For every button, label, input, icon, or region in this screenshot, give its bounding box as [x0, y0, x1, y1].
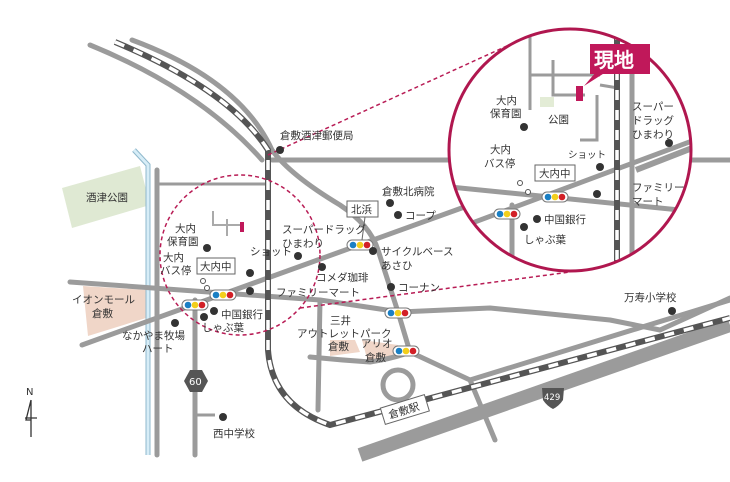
- coop-label: コープ: [405, 210, 436, 222]
- inset-bus-label: 大内: [490, 143, 511, 156]
- nakayama-label: なかやま牧場: [122, 329, 185, 342]
- aeon-mall-area: [83, 286, 146, 336]
- traffic-signal: [392, 345, 420, 357]
- railway: [113, 39, 730, 429]
- inset-shabuyo-label: しゃぶ葉: [524, 233, 566, 246]
- traffic-signal: [181, 299, 209, 311]
- site-label-box: [590, 44, 650, 74]
- post-office-label: 倉敷酒津郵便局: [280, 129, 354, 142]
- outlet-area: [330, 340, 360, 356]
- inset-map: 現地 大内 保育園 公園 スーパー ドラッグ ひまわり ショット 大内 バス停 …: [447, 27, 693, 273]
- ouchinaka-label: 大内中: [200, 260, 232, 273]
- svg-text:N: N: [26, 387, 33, 398]
- shabuyo-label: しゃぶ葉: [202, 321, 244, 334]
- sakazu-park-area: [62, 166, 150, 228]
- inset-familymart-label-2: マート: [632, 196, 664, 208]
- bus-stop-icon: [200, 278, 206, 284]
- familymart-label: ファミリーマート: [276, 287, 360, 299]
- drug-label-2: ひまわり: [282, 238, 324, 250]
- inset-nursery-label-2: 保育園: [490, 107, 522, 120]
- traffic-signal: [209, 289, 237, 301]
- ario-label: アリオ: [361, 338, 393, 350]
- traffic-signal: [384, 307, 412, 319]
- bank-label: 中国銀行: [221, 308, 263, 321]
- manju-label: 万寿小学校: [624, 291, 677, 304]
- nursery-label-2: 保育園: [167, 235, 199, 248]
- poi-dot: [276, 146, 284, 154]
- nursery-label: 大内: [175, 222, 196, 235]
- aeon-label: イオンモール: [72, 294, 135, 306]
- inset-shot-label: ショット: [568, 150, 606, 161]
- drug-label: スーパードラッグ: [282, 223, 366, 236]
- inset-ouchinaka-label: 大内中: [539, 167, 571, 180]
- ario-label-2: 倉敷: [365, 351, 386, 364]
- zoom-area-circle: [159, 174, 321, 336]
- nakayama-label-2: ハート: [142, 343, 174, 355]
- north-arrow: N: [25, 387, 37, 437]
- inset-drug-label-2: ドラッグ: [632, 114, 674, 127]
- cycle-label-2: あさひ: [381, 260, 413, 272]
- aeon-label-2: 倉敷: [92, 307, 113, 320]
- station-label: 倉敷駅: [379, 394, 430, 425]
- nishi-label: 西中学校: [213, 427, 255, 440]
- kohnan-label: コーナン: [398, 282, 440, 294]
- svg-text:429: 429: [544, 393, 560, 403]
- park-label: 酒津公園: [86, 191, 128, 204]
- route-60-badge: 60: [184, 370, 208, 392]
- site-label: 現地: [594, 48, 634, 72]
- traffic-signal: [346, 239, 374, 251]
- site-marker: [576, 86, 583, 101]
- inset-drug-label: スーパー: [632, 101, 674, 113]
- inset-nursery-label: 大内: [496, 94, 517, 107]
- bus-label-2: バス停: [160, 264, 192, 277]
- inset-familymart-label: ファミリー: [632, 182, 685, 194]
- komeda-label: コメダ珈琲: [316, 271, 369, 284]
- svg-text:60: 60: [189, 377, 202, 388]
- kitahama-label: 北浜: [351, 204, 372, 216]
- cycle-label: サイクルベース: [381, 246, 453, 258]
- shot-label: ショット: [250, 246, 292, 258]
- route-429-badge: 429: [542, 388, 564, 409]
- inset-circle: [447, 27, 693, 273]
- outlet-label: 三井: [330, 314, 351, 327]
- inset-bus-label-2: バス停: [484, 157, 516, 170]
- bus-label: 大内: [163, 251, 184, 264]
- inset-bank-label: 中国銀行: [544, 213, 586, 226]
- outlet-label-2: アウトレットパーク: [297, 328, 392, 340]
- inset-drug-label-3: ひまわり: [632, 129, 674, 141]
- outlet-label-3: 倉敷: [328, 340, 349, 353]
- inset-park-label: 公園: [548, 114, 569, 126]
- site-marker-small: [240, 222, 244, 232]
- hospital-label: 倉敷北病院: [382, 185, 435, 198]
